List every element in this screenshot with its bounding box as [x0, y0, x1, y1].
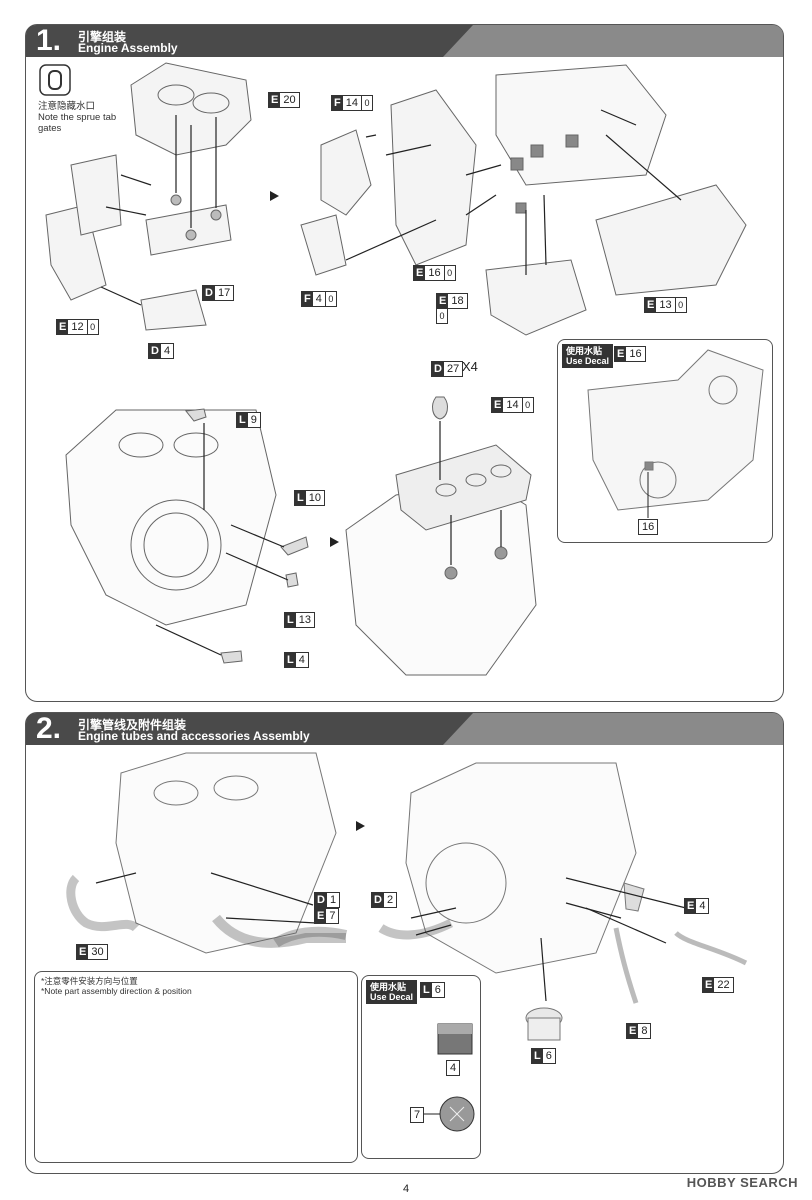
- step-2-header: 2. 引擎管线及附件组装 Engine tubes and accessorie…: [26, 712, 783, 745]
- decal-number-a: 4: [446, 1060, 461, 1076]
- step-title-zh: 引擎管线及附件组装: [78, 718, 187, 732]
- header-tab-decoration: [443, 25, 783, 57]
- decal-number-b: 7: [410, 1107, 425, 1123]
- assembly-note-box: *注意零件安装方向与位置*Note part assembly directio…: [34, 971, 358, 1163]
- step-number: 1.: [36, 24, 62, 57]
- decal-illustration: [424, 1023, 475, 1132]
- sprue-note: 注意隐藏水口 Note the sprue tab gates: [38, 101, 128, 134]
- assembly-note: *注意零件安装方向与位置*Note part assembly directio…: [41, 976, 192, 996]
- decal-illustration: [587, 349, 764, 518]
- next-arrow-icon: [330, 537, 339, 547]
- next-arrow-icon: [270, 191, 279, 201]
- watermark: HOBBY SEARCH: [686, 1175, 798, 1190]
- header-tab-decoration: [443, 713, 783, 745]
- step-1-header: 1. 引擎组装 Engine Assembly: [26, 24, 783, 57]
- step-1-panel: 1. 引擎组装 Engine Assembly: [25, 24, 784, 702]
- decal-number: 16: [638, 519, 659, 535]
- page-number: 4: [402, 1183, 410, 1195]
- step-title-zh: 引擎组装: [78, 30, 127, 44]
- step-1-illustration: [39, 62, 747, 676]
- e18-chrome-marker: 0: [436, 308, 448, 324]
- sprue-note-zh: 注意隐藏水口: [38, 101, 96, 112]
- step-2-panel: 2. 引擎管线及附件组装 Engine tubes and accessorie…: [25, 712, 784, 1174]
- next-arrow-icon: [356, 821, 365, 831]
- step-title-en: Engine Assembly: [78, 41, 178, 55]
- step-number: 2.: [36, 712, 62, 745]
- step-title-en: Engine tubes and accessories Assembly: [78, 729, 310, 743]
- sprue-note-en: Note the sprue tab gates: [38, 112, 117, 134]
- quantity-label: X4: [462, 359, 478, 374]
- sprue-note-icon: [39, 64, 71, 96]
